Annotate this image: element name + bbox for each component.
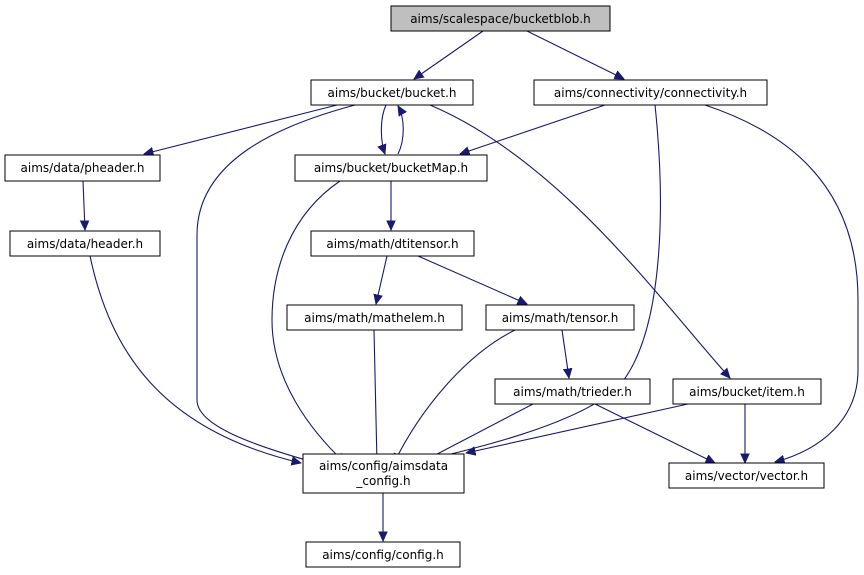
- node-label-line-1: aims/config/aimsdata: [319, 459, 448, 473]
- edges: [83, 30, 859, 541]
- edge-bucketMap-to-bucket: [398, 106, 403, 155]
- node-label: aims/math/trieder.h: [513, 385, 632, 399]
- node-label: aims/bucket/bucket.h: [328, 86, 457, 100]
- node-bucketMap[interactable]: aims/bucket/bucketMap.h: [294, 154, 488, 182]
- node-label: aims/data/header.h: [27, 237, 143, 251]
- edge-tensor-to-aimsdata-config: [393, 329, 516, 463]
- node-label-line-2: _config.h: [355, 474, 410, 488]
- edge-mathelem-to-aimsdata-config: [374, 329, 377, 463]
- node-item[interactable]: aims/bucket/item.h: [672, 378, 822, 405]
- node-label: aims/scalespace/bucketblob.h: [410, 12, 591, 26]
- node-bucket[interactable]: aims/bucket/bucket.h: [310, 79, 474, 106]
- node-vector[interactable]: aims/vector/vector.h: [668, 462, 825, 489]
- node-pheader[interactable]: aims/data/pheader.h: [4, 154, 161, 182]
- node-dtitensor[interactable]: aims/math/dtitensor.h: [310, 230, 475, 257]
- node-label: aims/data/pheader.h: [21, 161, 145, 175]
- edge-header-to-aimsdata-config: [89, 255, 301, 463]
- node-trieder[interactable]: aims/math/trieder.h: [494, 378, 651, 405]
- node-connectivity[interactable]: aims/connectivity/connectivity.h: [533, 79, 768, 106]
- edge-connectivity-to-bucketMap: [460, 104, 606, 154]
- nodes: aims/scalespace/bucketblob.h aims/bucket…: [4, 5, 825, 568]
- edge-bucketblob-to-connectivity: [526, 30, 624, 80]
- node-label: aims/vector/vector.h: [685, 469, 808, 483]
- edge-trieder-to-vector: [594, 403, 715, 464]
- edge-item-to-aimsdata-config: [466, 403, 689, 453]
- node-tensor[interactable]: aims/math/tensor.h: [485, 304, 635, 331]
- node-label: aims/bucket/item.h: [689, 385, 805, 399]
- node-label: aims/bucket/bucketMap.h: [314, 161, 468, 175]
- edge-dtitensor-to-mathelem: [376, 255, 388, 304]
- edge-dtitensor-to-tensor: [417, 255, 527, 304]
- edge-trieder-to-aimsdata-config: [420, 403, 534, 463]
- edge-pheader-to-header: [83, 180, 85, 230]
- edge-bucket-to-pheader: [144, 104, 338, 154]
- node-mathelem[interactable]: aims/math/mathelem.h: [286, 304, 463, 331]
- edge-bucket-to-bucketMap: [381, 104, 387, 154]
- node-bucketblob[interactable]: aims/scalespace/bucketblob.h: [390, 5, 611, 32]
- edge-bucket-to-aimsdata-config: [196, 104, 356, 465]
- node-label: aims/config/config.h: [322, 548, 444, 562]
- edge-bucket-to-item: [429, 104, 730, 378]
- node-label: aims/math/tensor.h: [502, 311, 619, 325]
- node-label: aims/connectivity/connectivity.h: [554, 86, 747, 100]
- edge-bucketMap-to-aimsdata-config: [271, 180, 345, 463]
- node-label: aims/math/dtitensor.h: [326, 237, 458, 251]
- node-config[interactable]: aims/config/config.h: [305, 541, 461, 568]
- node-label: aims/math/mathelem.h: [304, 311, 445, 325]
- node-header[interactable]: aims/data/header.h: [9, 230, 161, 257]
- edge-tensor-to-trieder: [561, 329, 569, 378]
- edge-bucketblob-to-bucket: [414, 30, 484, 79]
- node-aimsdata-config[interactable]: aims/config/aimsdata _config.h: [302, 453, 465, 494]
- edge-connectivity-to-vector: [704, 104, 859, 462]
